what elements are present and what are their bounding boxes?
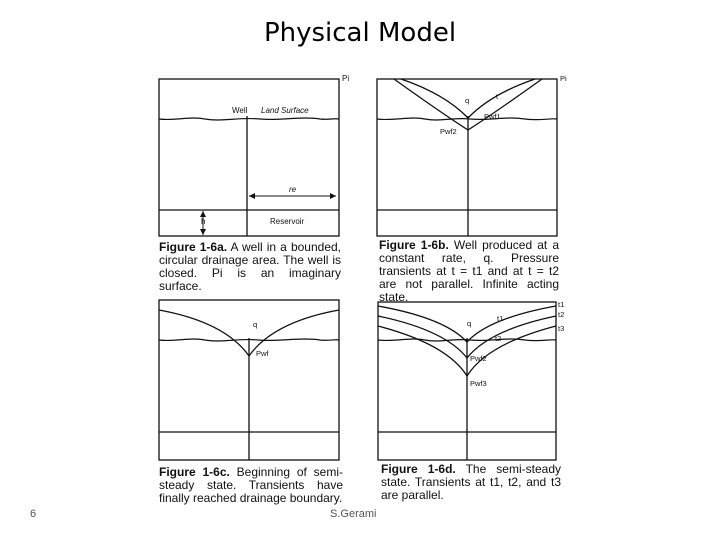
figure-c-caption-label: Figure 1-6c. bbox=[159, 465, 230, 479]
figure-c-caption-text: Beginning of semi-steady state. Transien… bbox=[159, 465, 343, 505]
figure-d-transient-t3-left bbox=[377, 325, 468, 377]
figure-d-land-surface bbox=[377, 338, 557, 342]
figure-d-pwf2-label: Pwf2 bbox=[470, 354, 487, 363]
figure-d-t2-top-label: t2 bbox=[558, 310, 564, 319]
figure-d-caption-label: Figure 1-6d. bbox=[381, 462, 456, 476]
figure-c-caption: Figure 1-6c. Beginning of semi-steady st… bbox=[159, 466, 343, 505]
figure-a-frame bbox=[158, 78, 340, 237]
figure-c-q-label: q bbox=[253, 320, 257, 329]
figure-d-t1-label: t1 bbox=[497, 314, 503, 323]
figure-b-caption-text: Well produced at a constant rate, q. Pre… bbox=[379, 238, 560, 304]
figure-d-pwf3-label: Pwf3 bbox=[470, 379, 487, 388]
figure-b-caption-label: Figure 1-6b. bbox=[379, 238, 449, 252]
figure-b-q-label: q bbox=[465, 96, 469, 105]
figure-b-transient-t2-left bbox=[393, 78, 469, 131]
figure-a-reservoir-label: Reservoir bbox=[270, 217, 305, 226]
figure-d-caption-text: The semi-steady state. Transients at t1,… bbox=[381, 462, 561, 502]
figure-a-caption-label: Figure 1-6a. bbox=[159, 240, 228, 254]
figure-d-transient-t2-left bbox=[377, 315, 468, 359]
figure-a-caption: Figure 1-6a. A well in a bounded, circul… bbox=[159, 241, 341, 293]
figure-d-t2-label: t2 bbox=[495, 334, 501, 343]
figure-a-h-label: h bbox=[201, 217, 205, 226]
figure-d-t1-top-label: t1 bbox=[558, 300, 564, 309]
figure-d-transient-t1-left bbox=[377, 305, 468, 343]
figure-a-re-label: re bbox=[289, 185, 297, 194]
figure-a bbox=[158, 78, 340, 237]
figure-a-pi-label: Pi bbox=[342, 74, 349, 83]
figure-b-transient-t2-right bbox=[467, 78, 543, 131]
figure-c-land-surface bbox=[158, 338, 340, 342]
figure-c-transient-right bbox=[248, 309, 340, 357]
figure-c bbox=[158, 299, 340, 461]
footer-author: S.Gerami bbox=[330, 508, 377, 520]
figure-b-transient-t1-left bbox=[400, 78, 469, 119]
figure-d-transient-t1-right bbox=[466, 305, 557, 343]
figure-b-land-surface bbox=[376, 117, 558, 121]
figure-d-transient-t2-right bbox=[466, 315, 557, 359]
slide-number: 6 bbox=[30, 508, 37, 520]
figure-a-land-surface-label: Land Surface bbox=[261, 106, 309, 115]
figure-b-transient-t1-right bbox=[467, 78, 536, 119]
figure-b-t-label: t bbox=[496, 92, 499, 101]
figure-c-transient-left bbox=[158, 309, 250, 357]
figure-d-q-label: q bbox=[467, 319, 471, 328]
figure-b bbox=[376, 78, 558, 237]
figure-b-frame bbox=[376, 78, 558, 237]
figure-d bbox=[377, 301, 557, 461]
figure-d-transient-t3-right bbox=[466, 325, 557, 377]
figure-b-pwf1-label: Pwf1 bbox=[484, 112, 501, 121]
figure-c-pwf-label: Pwf bbox=[256, 349, 269, 358]
figure-d-t3-label: t3 bbox=[558, 324, 564, 333]
figure-a-land-surface bbox=[158, 117, 340, 121]
figure-a-well-label: Well bbox=[232, 106, 248, 115]
figure-a-caption-text: A well in a bounded, circular drainage a… bbox=[159, 240, 341, 293]
figure-b-caption: Figure 1-6b. Well produced at a constant… bbox=[379, 239, 559, 304]
figure-b-pi-label: Pi bbox=[560, 74, 567, 83]
figure-b-pwf2-label: Pwf2 bbox=[440, 127, 457, 136]
slide-title: Physical Model bbox=[263, 18, 457, 48]
figure-d-caption: Figure 1-6d. The semi-steady state. Tran… bbox=[381, 463, 561, 502]
